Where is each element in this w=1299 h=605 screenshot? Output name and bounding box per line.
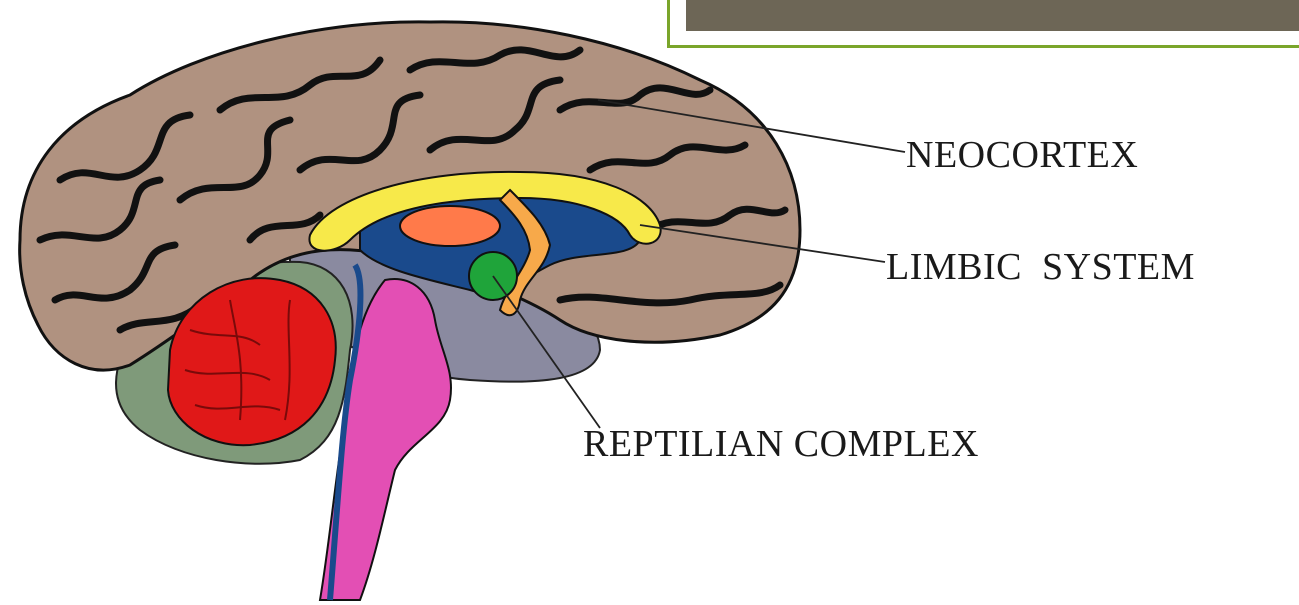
reptilian-complex-label: REPTILIAN COMPLEX (583, 425, 979, 463)
limbic-system-label: LIMBIC SYSTEM (886, 248, 1195, 286)
thalamus (400, 206, 500, 246)
neocortex-label: NEOCORTEX (906, 136, 1138, 174)
